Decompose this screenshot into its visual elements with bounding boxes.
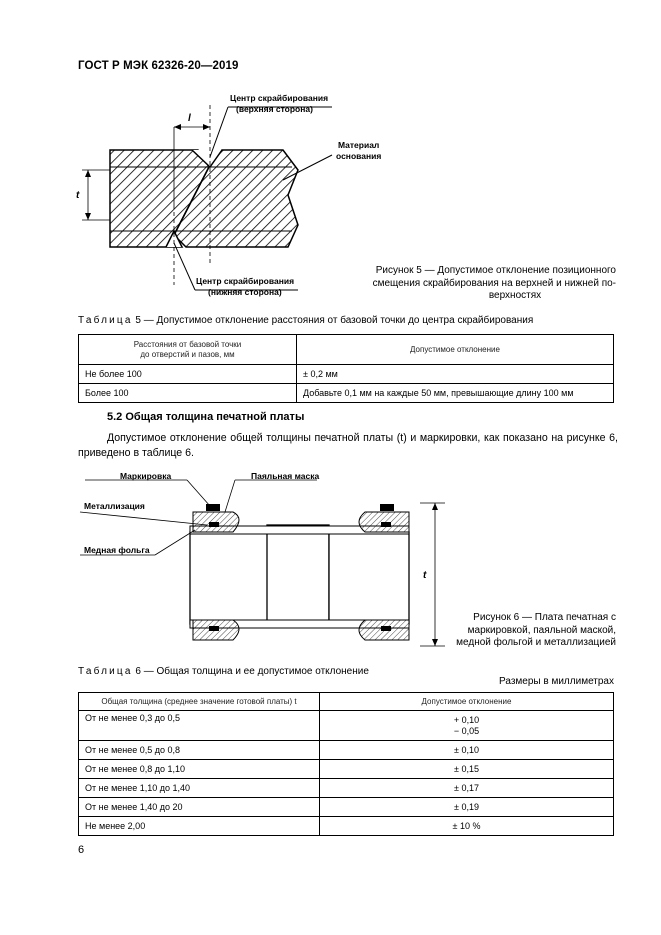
dimension-t-label: t	[76, 190, 80, 201]
table-row: Более 100 Добавьте 0,1 мм на каждые 50 м…	[78, 383, 614, 403]
table-row: От не менее 1,40 до 20 ± 0,19	[78, 797, 614, 817]
table-row: Не более 100 ± 0,2 мм	[78, 364, 614, 384]
units-note: Размеры в миллиметрах	[499, 676, 614, 687]
table-row: Не менее 2,00 ± 10 %	[78, 816, 614, 836]
plating-label: Металлизация	[84, 501, 145, 511]
scribe-center-top-label: Центр скрайбирования (верхняя сторона)	[230, 93, 329, 114]
dimension-t-label-fig6: t	[423, 570, 427, 581]
copper-foil-label: Медная фольга	[84, 545, 150, 555]
figure-5-scribing-diagram	[82, 105, 333, 291]
board-right-segment	[173, 149, 299, 248]
solder-mask-label: Паяльная маска	[251, 471, 320, 481]
table-row: От не менее 0,3 до 0,5 + 0,10− 0,05	[78, 710, 614, 741]
section-heading: 5.2 Общая толщина печатной платы	[107, 411, 305, 423]
section-paragraph: Допустимое отклонение общей толщины печа…	[78, 432, 618, 459]
marking-label: Маркировка	[120, 471, 172, 481]
figure-6-pcb-diagram	[79, 479, 445, 647]
table-row: От не менее 1,10 до 1,40 ± 0,17	[78, 778, 614, 798]
scribe-center-bottom-label: Центр скрайбирования (нижняя сторона)	[196, 276, 295, 297]
dimension-l-label: l	[188, 113, 191, 124]
figure-5-caption: Рисунок 5 — Допустимое отклонение позици…	[372, 265, 616, 301]
table-row: Общая толщина (среднее значение готовой …	[78, 692, 614, 711]
table-5-title: Таблица 5 — Допустимое отклонение рассто…	[78, 315, 534, 326]
table-row: От не менее 0,5 до 0,8 ± 0,10	[78, 740, 614, 760]
page-number: 6	[78, 844, 85, 856]
base-material-label: Материал основания	[336, 140, 382, 161]
figure-6-caption: Рисунок 6 — Плата печатная с маркировкой…	[456, 612, 616, 648]
table-6: Общая толщина (среднее значение готовой …	[78, 692, 614, 836]
table-row: От не менее 0,8 до 1,10 ± 0,15	[78, 759, 614, 779]
table-6-title: Таблица 6 — Общая толщина и ее допустимо…	[78, 666, 369, 677]
document-header: ГОСТ Р МЭК 62326-20—2019	[78, 60, 239, 72]
